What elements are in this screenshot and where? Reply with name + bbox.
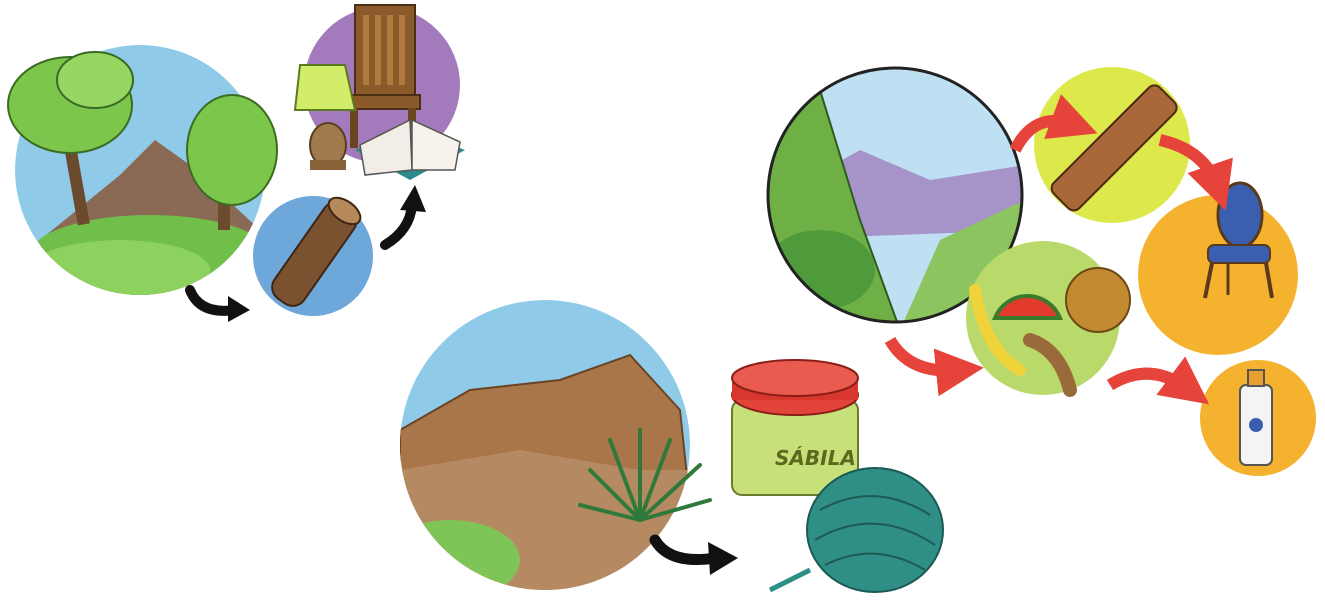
desert-landscape	[380, 300, 700, 600]
jar-label: SÁBILA	[775, 446, 856, 470]
arrow-jungle-to-fruits	[890, 340, 960, 371]
sunscreen-bottle-icon	[1240, 370, 1272, 465]
aloe-cream-jar: SÁBILA	[732, 360, 858, 495]
arrow-desert-to-products	[655, 540, 715, 560]
arrow-fruits-to-sunscreen	[1110, 374, 1190, 390]
desert-group: SÁBILA	[380, 300, 943, 600]
arrow-log-to-furniture	[385, 205, 412, 245]
forest-group	[8, 5, 465, 322]
